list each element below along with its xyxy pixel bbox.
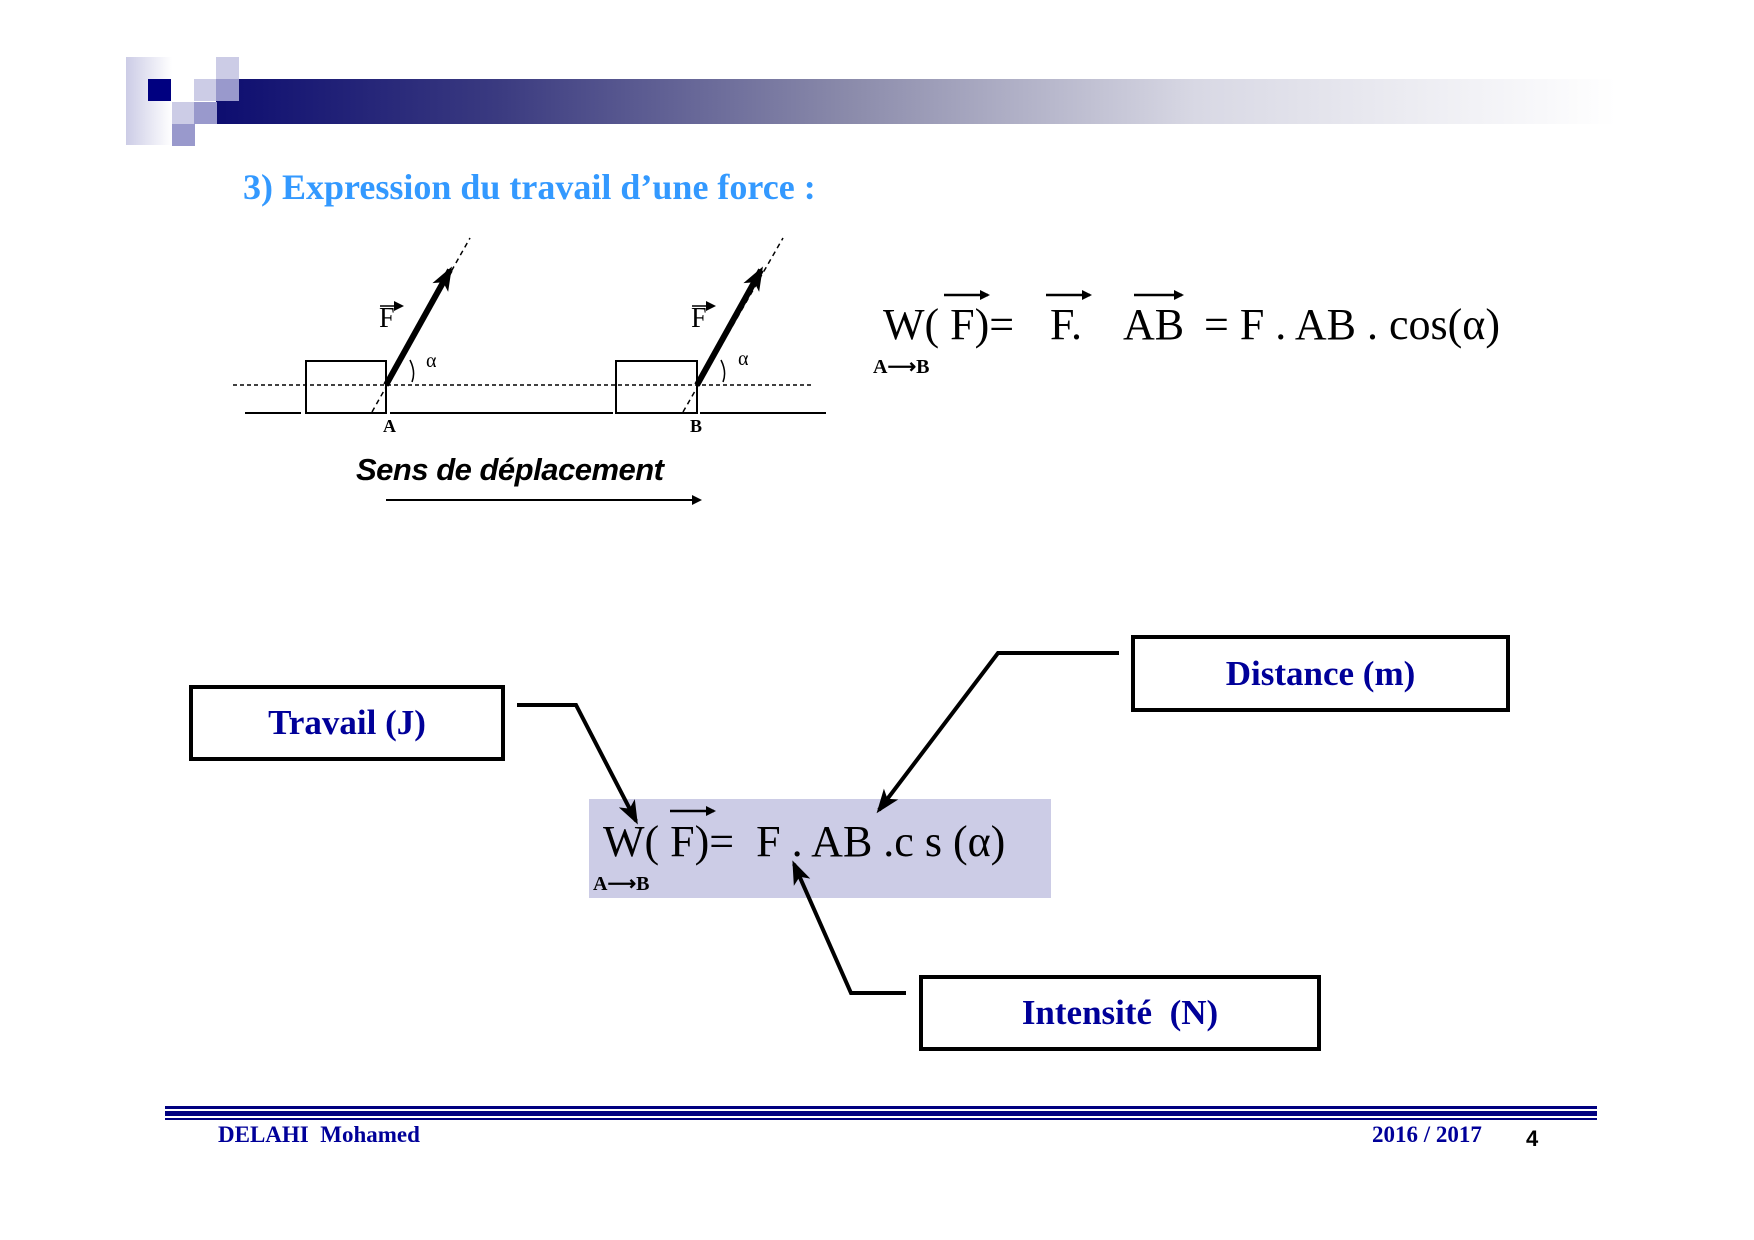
formula-displacement-vector: AB	[1123, 300, 1185, 349]
force-arrow-a	[371, 237, 471, 413]
connector-distance	[876, 651, 1119, 814]
footer-rule	[165, 1106, 1597, 1120]
point-a-label: A	[383, 416, 396, 436]
header-square	[172, 102, 195, 124]
highlighted-formula: W( F)= F . AB .c s (α) A⟶B	[589, 799, 1051, 898]
footer-year: 2016 / 2017	[1372, 1122, 1482, 1147]
label-box-intensity: Intensité (N)	[919, 975, 1321, 1051]
header-decoration	[0, 0, 1754, 150]
formula-force-vector: F.	[1050, 300, 1082, 349]
header-square	[194, 79, 217, 101]
label-work: Travail (J)	[268, 703, 426, 742]
header-square	[216, 57, 239, 79]
point-b-label: B	[690, 416, 703, 436]
label-box-distance: Distance (m)	[1131, 635, 1510, 712]
highlighted-formula-text: W( F)= F . AB .c s (α)	[603, 817, 1006, 866]
header-bar	[216, 79, 1616, 124]
header-gradient-column	[126, 57, 172, 145]
formula-subscript: A⟶B	[873, 356, 930, 378]
direction-label: Sens de déplacement	[356, 452, 664, 487]
label-distance: Distance (m)	[1225, 653, 1416, 693]
connector-intensity	[792, 860, 906, 995]
label-box-work: Travail (J)	[189, 685, 505, 761]
header-square	[194, 102, 217, 124]
header-square	[148, 79, 171, 101]
header-square	[172, 124, 195, 146]
force-label-b: F	[691, 303, 707, 334]
page-number: 4	[1526, 1126, 1539, 1151]
connector-work	[517, 703, 638, 825]
angle-label-a: α	[426, 350, 437, 372]
highlighted-formula-subscript: A⟶B	[593, 873, 650, 895]
header-square	[216, 79, 239, 101]
force-arrow-b	[682, 237, 784, 413]
angle-label-b: α	[738, 348, 749, 370]
footer-author: DELAHI Mohamed	[218, 1122, 420, 1147]
force-label-a: F	[379, 303, 395, 334]
formula-lhs: W( F)=	[883, 300, 1015, 349]
section-title: 3) Expression du travail d’une force :	[243, 167, 816, 207]
label-intensity: Intensité (N)	[1021, 993, 1219, 1032]
formula-rhs: = F . AB . cos(α)	[1204, 300, 1500, 349]
